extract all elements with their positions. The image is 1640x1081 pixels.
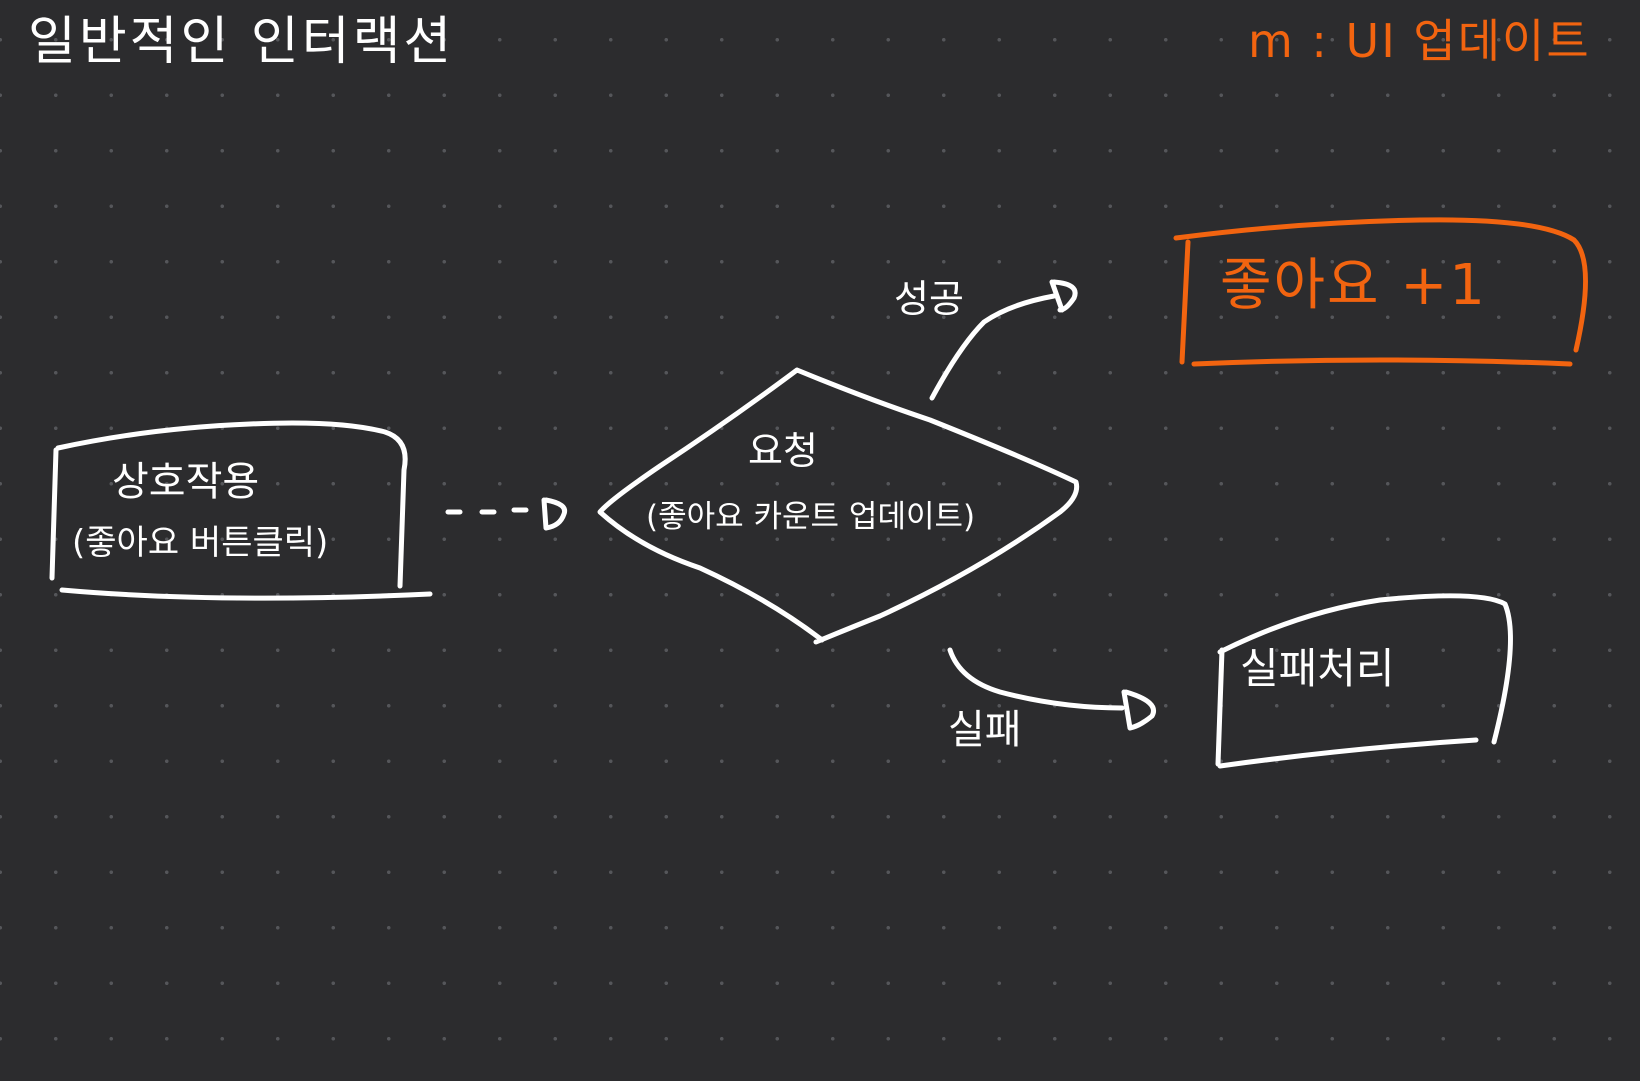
interaction-box[interactable] [49,420,433,601]
success-edge-label: 성공 [894,277,964,321]
success-result-label: 좋아요 +1 [1220,253,1487,318]
fail-arrow [947,647,1156,731]
success-arrow [929,279,1078,401]
dashed-arrow [445,497,568,531]
interaction-sublabel: (좋아요 버튼클릭) [72,523,329,563]
request-diamond[interactable] [597,367,1080,645]
request-sublabel: (좋아요 카운트 업데이트) [646,499,976,535]
legend-ui-update: m : UI 업데이트 [1248,14,1591,68]
interaction-label: 상호작용 [112,459,260,505]
request-label: 요청 [748,429,818,473]
success-box[interactable] [1173,217,1589,367]
fail-edge-label: 실패 [948,707,1022,753]
page-title: 일반적인 인터랙션 [28,12,455,72]
fail-result-label: 실패처리 [1240,644,1395,693]
fail-box[interactable] [1215,593,1513,769]
